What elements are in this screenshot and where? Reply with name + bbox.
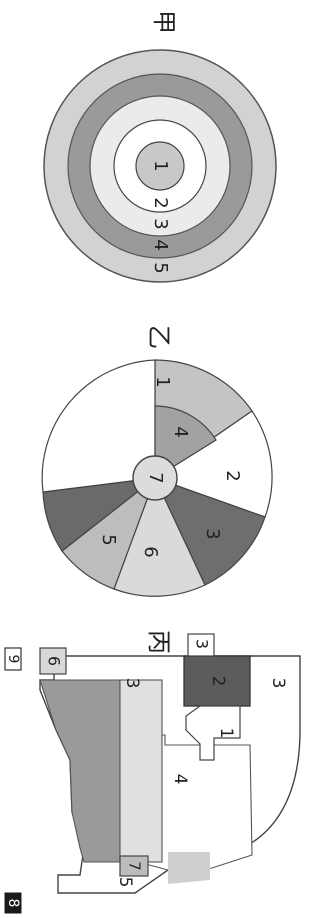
yi-label-7: 7 [145, 472, 166, 483]
bing-label-4: 4 [170, 774, 190, 785]
diagram-bing: 丙 1 2 3 3 3 4 5 6 7 [40, 630, 300, 893]
bing-label-6: 6 [45, 656, 64, 666]
bing-label-3-left: 3 [122, 678, 142, 689]
jia-title: 甲 [150, 10, 178, 34]
bing-label-3-box: 3 [193, 639, 212, 649]
yi-label-6: 6 [140, 546, 161, 557]
yi-title: 乙 [145, 325, 173, 349]
jia-label-1: 1 [150, 160, 171, 171]
jia-label-3: 3 [150, 218, 171, 229]
yi-label-1: 1 [152, 376, 173, 387]
bing-label-5: 5 [115, 877, 135, 888]
yi-label-3: 3 [202, 528, 223, 539]
diagram-jia: 甲 1 2 3 4 5 [44, 10, 276, 282]
tag-8: 8 [5, 899, 21, 908]
jia-label-5: 5 [150, 262, 171, 273]
bing-zone-light [120, 680, 162, 862]
corner-tags: 9 8 [5, 648, 21, 913]
jia-label-4: 4 [150, 239, 171, 250]
yi-label-5: 5 [98, 534, 119, 545]
jia-label-2: 2 [150, 197, 171, 208]
bing-label-1: 1 [216, 728, 236, 739]
bing-zone-dark [40, 680, 120, 862]
tag-9: 9 [5, 655, 21, 664]
diagram-yi: 乙 1 2 3 4 5 6 7 [42, 325, 272, 596]
bing-label-3-right: 3 [268, 678, 288, 689]
bing-zone-patch [168, 852, 210, 884]
bing-title: 丙 [145, 630, 173, 654]
yi-label-4: 4 [170, 426, 191, 437]
bing-label-7: 7 [126, 861, 144, 871]
bing-label-2: 2 [208, 676, 228, 687]
yi-label-2: 2 [222, 470, 243, 481]
